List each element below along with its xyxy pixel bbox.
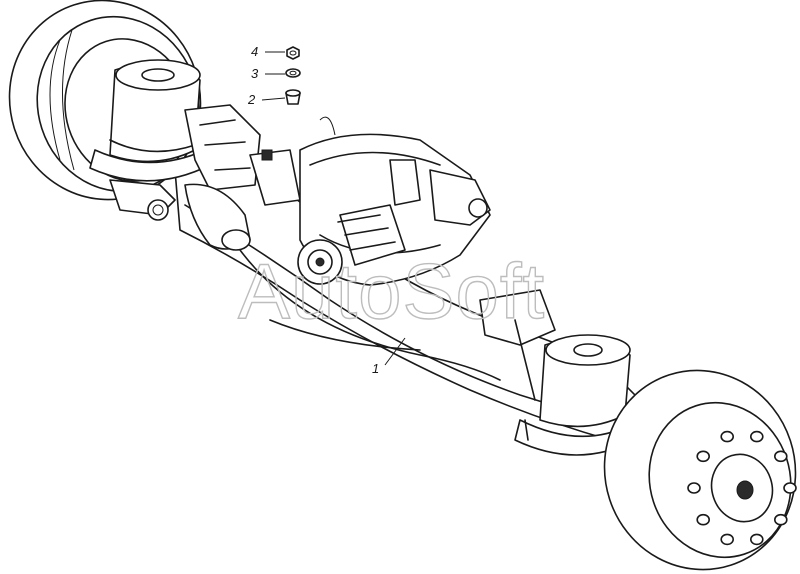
watermark-text: AutoSoft xyxy=(238,247,545,335)
callout-1: 1 xyxy=(372,361,379,376)
wheel-stud xyxy=(720,430,735,443)
wheel-stud xyxy=(749,533,764,546)
left-suspension-bracket xyxy=(109,149,301,251)
callout-2: 2 xyxy=(247,92,256,107)
wheel-stud xyxy=(696,513,711,526)
differential-housing xyxy=(297,116,491,286)
wheel-stud xyxy=(773,450,788,463)
wheel-studs xyxy=(687,430,797,546)
wheel-stud xyxy=(687,482,701,494)
wheel-stud xyxy=(720,533,735,546)
wheel-stud xyxy=(773,513,788,526)
wheel-stud xyxy=(696,450,711,463)
callout-4: 4 xyxy=(251,44,258,59)
right-air-spring xyxy=(479,289,636,456)
wheel-stud xyxy=(783,482,797,494)
left-air-spring xyxy=(89,59,261,191)
leader-lines xyxy=(261,51,406,366)
wheel-stud xyxy=(749,430,764,443)
callout-3: 3 xyxy=(251,66,259,81)
fastener-parts xyxy=(285,46,301,105)
